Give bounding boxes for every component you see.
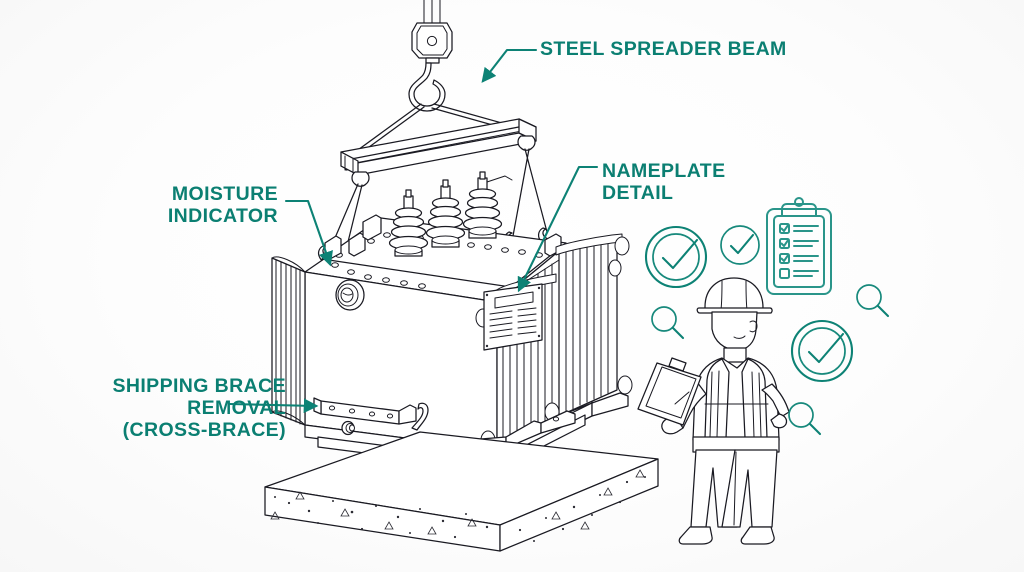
hv-bushings	[388, 171, 513, 257]
crane-hook	[408, 0, 453, 112]
magnifier-icon	[651, 306, 685, 340]
callout-label-steel-spreader-beam: STEEL SPREADER BEAM	[540, 38, 787, 60]
leader-steel-spreader-beam	[481, 48, 538, 83]
leader-moisture-indicator	[284, 199, 333, 267]
callout-label-moisture-indicator: MOISTURE INDICATOR	[167, 183, 278, 228]
nameplate	[483, 283, 543, 351]
sling-shackles	[351, 135, 536, 187]
check-circle-icon	[720, 225, 760, 265]
radiator-fins-left	[271, 256, 306, 426]
callout-label-nameplate-detail: NAMEPLATE DETAIL	[602, 160, 726, 205]
leader-shipping-brace	[228, 398, 319, 414]
leader-nameplate-detail	[517, 165, 599, 293]
moisture-gauge	[335, 279, 365, 311]
clipboard-checklist-icon	[766, 197, 832, 295]
concrete-pad	[264, 431, 659, 552]
check-circle-icon	[790, 319, 854, 383]
check-circle-icon	[644, 225, 708, 289]
spreader-beam	[340, 118, 537, 176]
magnifier-icon	[788, 402, 822, 436]
callout-label-shipping-brace-removal: SHIPPING BRACE REMOVAL (CROSS-BRACE)	[112, 375, 286, 442]
inspector	[637, 277, 790, 545]
pad-aggregate	[270, 469, 646, 542]
magnifier-icon	[856, 284, 890, 318]
transformer-tank-top	[304, 214, 567, 303]
radiator-fins-right	[475, 233, 633, 451]
